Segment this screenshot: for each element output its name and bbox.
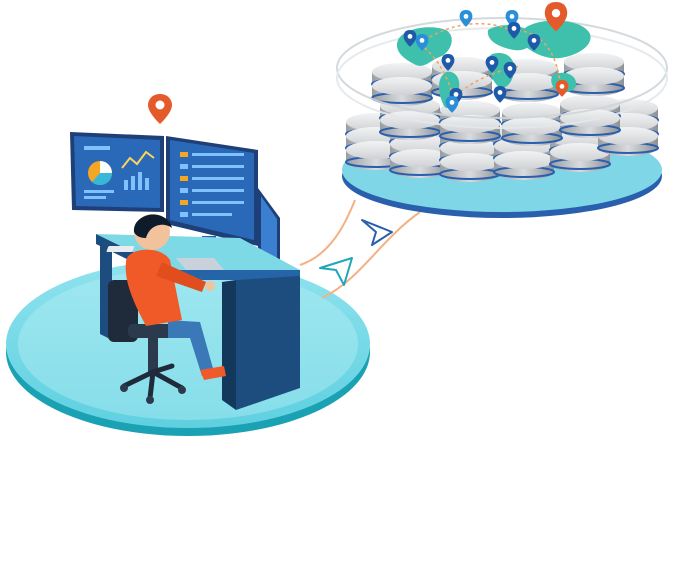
paper-plane-icon-return <box>319 257 353 286</box>
map-pins <box>403 2 569 113</box>
server-stack <box>563 53 625 96</box>
connection-lines <box>299 199 421 299</box>
location-pin-icon <box>507 22 521 39</box>
person-at-desk <box>125 214 226 380</box>
location-pin-icon <box>503 62 517 79</box>
monitor-left <box>70 132 164 212</box>
server-stack <box>501 103 563 146</box>
location-pin-icon <box>415 34 429 51</box>
location-pin-icon <box>485 56 499 73</box>
location-pin-icon <box>445 96 459 113</box>
location-pin-icon <box>459 10 473 27</box>
location-pin-icon <box>544 2 568 32</box>
server-stack <box>371 63 433 106</box>
location-pin-icon <box>527 34 541 51</box>
paper-plane-icon <box>361 219 393 246</box>
location-pin-icon <box>441 54 455 71</box>
location-pin-icon <box>148 94 172 124</box>
location-pin-icon <box>403 30 417 47</box>
location-pin-icon <box>493 86 507 103</box>
monitor-center <box>166 136 258 248</box>
location-pin-icon <box>555 80 569 97</box>
keyboard <box>176 258 224 270</box>
